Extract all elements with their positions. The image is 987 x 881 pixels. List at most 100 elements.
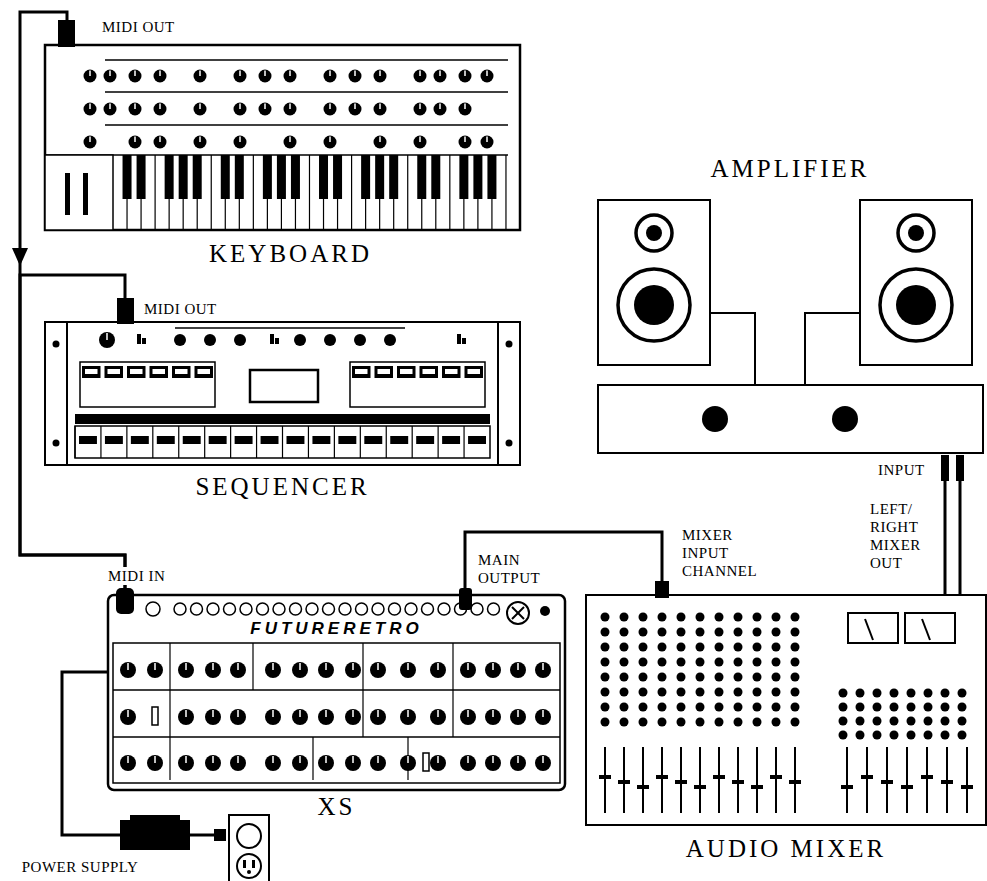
knob [481,70,494,83]
knob-pointer [289,71,291,77]
step-divider [282,426,283,458]
button-cap [130,369,143,374]
jack [389,603,401,615]
pot [696,673,705,682]
pot [601,658,610,667]
knob [481,136,494,149]
fader-cap [694,785,706,789]
knob-pointer [127,756,129,763]
pot [677,703,686,712]
knob [460,755,476,771]
knob [204,334,216,346]
knob [535,755,551,771]
pot [601,613,610,622]
knob [174,334,186,346]
amplifier: AMPLIFIER [595,195,985,455]
step-button [157,436,175,444]
knob [178,662,194,678]
knob [292,709,308,725]
fader-cap [618,780,630,784]
led-icon [142,338,146,344]
fader-cap [770,775,782,779]
knob-pointer [377,756,379,763]
knob [460,662,476,678]
knob [99,332,115,348]
knob-pointer [127,710,129,717]
button-cap [378,369,391,374]
pot [677,643,686,652]
knob-pointer [185,756,187,763]
knob [84,136,97,149]
pot [734,643,743,652]
pot [734,688,743,697]
pot [924,703,933,712]
button [375,366,394,378]
knob [194,136,207,149]
fader-track [966,747,968,813]
pot [658,703,667,712]
knob-pointer [159,104,161,110]
jack [257,603,269,615]
pot [601,673,610,682]
knob-pointer [299,710,301,717]
knob-pointer [134,71,136,77]
step-divider [438,426,439,458]
vu-needle [922,619,930,640]
knob [318,709,334,725]
fader-cap [637,785,649,789]
jack [339,603,351,615]
button [105,366,124,378]
knob-pointer [199,71,201,77]
knob [205,662,221,678]
fader-cap [861,775,873,779]
pot [734,658,743,667]
knob-pointer [437,710,439,717]
pot [639,613,648,622]
outlet-plate [229,815,269,881]
knob-pointer [185,710,187,717]
step-divider [386,426,387,458]
pot [658,658,667,667]
knob [414,103,427,116]
step-button [209,436,227,444]
knob [120,662,136,678]
knob [324,103,337,116]
knob-pointer [437,663,439,670]
button [150,366,169,378]
fader-track [642,747,644,813]
led-icon [270,334,274,344]
panel-line [105,59,508,61]
knob-pointer [154,756,156,763]
audio-plug [941,455,949,481]
pot [772,628,781,637]
black-key [291,155,300,199]
step-divider [230,426,231,458]
vu-meter [848,613,898,643]
rack-hole [53,341,60,348]
vu-needle [865,619,873,640]
black-key [165,155,174,199]
pot [620,688,629,697]
step-divider [256,426,257,458]
woofer [880,269,952,341]
rack-hole [53,440,60,447]
mod-wheel [83,173,88,215]
pot [658,718,667,727]
port-label: MIXER INPUT CHANNEL [680,526,764,580]
knob-pointer [299,663,301,670]
pot [677,613,686,622]
pot [715,628,724,637]
knob-pointer [272,663,274,670]
port-label: MIDI IN [106,567,167,585]
step-button [131,436,149,444]
power-switch [507,602,529,624]
knob-pointer [377,663,379,670]
fader-cap [961,785,973,789]
pot [658,613,667,622]
black-key [459,155,468,199]
knob-pointer [542,756,544,763]
black-key [417,155,426,199]
knob-pointer [299,756,301,763]
tweeter-dome [646,225,662,241]
jack [323,603,335,615]
